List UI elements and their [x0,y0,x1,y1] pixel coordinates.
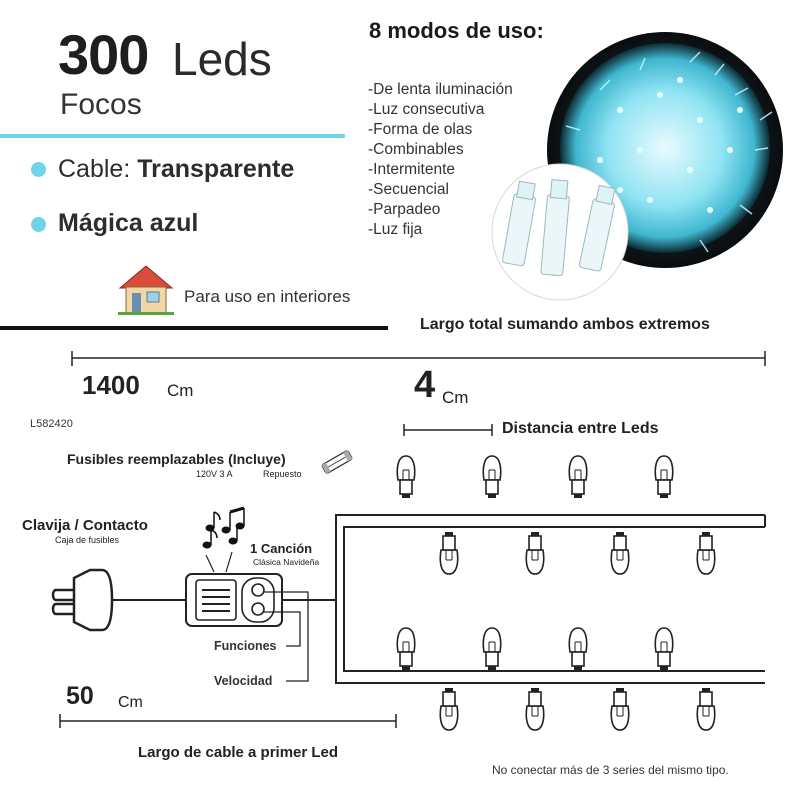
spacing-value: 4 [414,364,436,406]
plug-icon [51,568,114,632]
product-sku: L582420 [30,418,73,430]
fuses-rating: 120V 3 A [196,469,233,479]
music-notes-icon [202,506,245,549]
section-divider [0,326,388,330]
control-pointers [264,591,309,682]
plug-sublabel: Caja de fusibles [55,535,120,545]
bullet-icon [31,217,46,232]
spacing-label: Distancia entre Leds [502,420,659,437]
total-length-line [71,351,766,366]
function-button [251,583,265,597]
mode-item: -De lenta iluminación [368,81,513,98]
speed-label: Velocidad [214,674,273,688]
product-subtitle: Focos [60,88,142,121]
mode-item: -Luz consecutiva [368,101,485,118]
led-word: Leds [172,33,272,85]
indoor-label: Para uso en interiores [184,287,351,306]
total-length-label: Largo total sumando ambos extremos [420,316,710,333]
controller-box [185,573,283,627]
lead-length-unit: Cm [118,694,143,711]
lead-length-line [59,714,397,728]
spec-color: Mágica azul [58,209,199,237]
spec-cable: Cable: Transparente [58,155,294,184]
mode-item: -Combinables [368,141,464,158]
fuses-label: Fusibles reemplazables (Incluye) [67,451,286,467]
mode-item: -Parpadeo [368,201,441,218]
spacing-line [403,424,493,436]
spec-cable-label: Cable: [58,155,138,183]
footer-note: No conectar más de 3 series del mismo ti… [492,763,729,777]
spec-cable-value: Transparente [137,155,295,183]
fuses-spare-label: Repuesto [263,469,302,479]
house-icon [118,265,174,315]
bulb-closeup-image [491,163,629,301]
mode-item: -Secuencial [368,181,449,198]
led-bulbs [396,455,716,731]
functions-label: Funciones [214,639,277,653]
plug-label: Clavija / Contacto [22,517,148,534]
note-pointers [205,551,233,573]
song-label: 1 Canción [250,541,313,556]
mode-item: -Forma de olas [368,121,473,138]
total-length-value: 1400 [82,370,140,400]
mode-item: -Intermitente [368,161,456,178]
lead-length-value: 50 [66,682,94,710]
lead-length-label: Largo de cable a primer Led [138,744,339,761]
modes-title: 8 modos de uso: [369,18,544,43]
mode-item: -Luz fija [368,221,423,238]
song-sublabel: Clásica Navideña [253,557,320,567]
led-count: 300 [58,23,149,86]
spacing-unit: Cm [442,388,469,407]
speed-button [251,602,265,616]
bullet-icon [31,162,46,177]
light-string-wires [335,514,766,684]
fuse-icon [321,450,353,474]
total-length-unit: Cm [167,381,194,400]
accent-divider [0,134,345,138]
